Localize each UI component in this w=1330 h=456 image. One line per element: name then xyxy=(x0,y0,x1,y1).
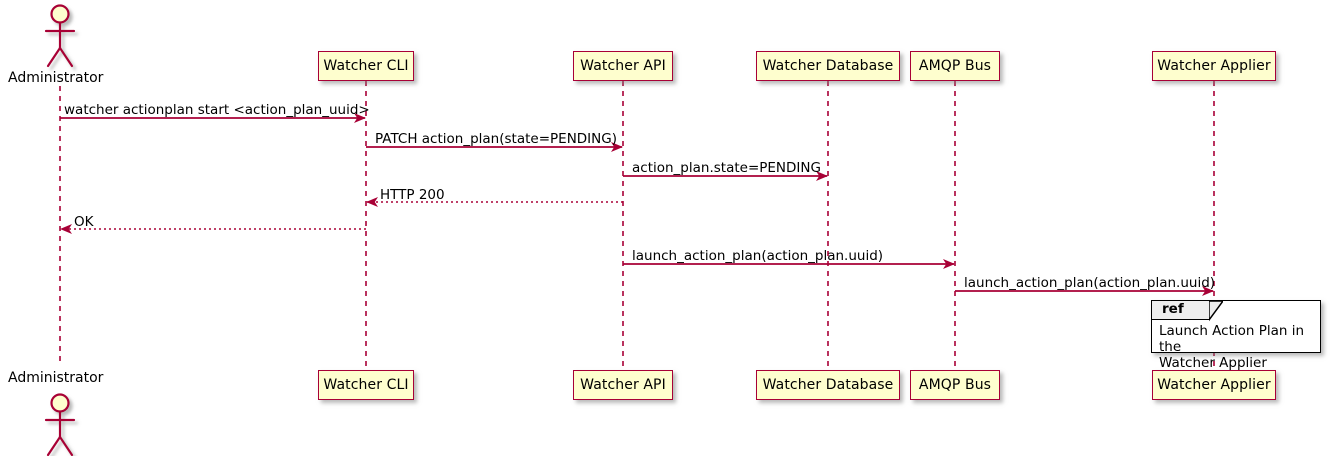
participant-box-watcher_applier-bottom[interactable]: Watcher Applier xyxy=(1152,370,1276,400)
ref-fragment-corner-notch-icon xyxy=(1208,301,1223,322)
actor-label-administrator-top: Administrator xyxy=(8,70,104,86)
participant-label-watcher_database: Watcher Database xyxy=(762,58,894,74)
actor-leg-left xyxy=(46,435,62,456)
actor-leg-right xyxy=(58,46,74,68)
actor-figures-group xyxy=(44,4,76,456)
actor-head xyxy=(50,4,70,24)
participant-label-amqp_bus: AMQP Bus xyxy=(918,377,992,393)
message-label-2: PATCH action_plan(state=PENDING) xyxy=(375,131,617,147)
participant-label-watcher_applier: Watcher Applier xyxy=(1157,58,1271,74)
participant-label-watcher_applier: Watcher Applier xyxy=(1157,377,1271,393)
lifelines-group xyxy=(59,81,1215,370)
ref-fragment-text: Launch Action Plan in the Watcher Applie… xyxy=(1159,323,1305,371)
participant-box-amqp_bus-bottom[interactable]: AMQP Bus xyxy=(910,370,1000,400)
participant-label-watcher_cli: Watcher CLI xyxy=(323,58,409,74)
participant-label-amqp_bus: AMQP Bus xyxy=(918,58,992,74)
actor-leg-left xyxy=(46,46,62,68)
participant-label-watcher_api: Watcher API xyxy=(580,377,666,393)
actor-figure-administrator-bottom xyxy=(44,393,76,456)
participant-label-watcher_cli: Watcher CLI xyxy=(323,377,409,393)
participant-box-amqp_bus-top[interactable]: AMQP Bus xyxy=(910,51,1000,81)
actor-head xyxy=(50,393,70,413)
participant-box-watcher_api-top[interactable]: Watcher API xyxy=(573,51,673,81)
message-label-5: OK xyxy=(74,214,94,230)
participant-label-watcher_database: Watcher Database xyxy=(762,377,894,393)
message-label-7: launch_action_plan(action_plan.uuid) xyxy=(964,275,1216,291)
message-label-4: HTTP 200 xyxy=(380,187,445,203)
message-label-1: watcher actionplan start <action_plan_uu… xyxy=(64,102,370,118)
actor-figure-administrator-top xyxy=(44,4,76,68)
message-label-6: launch_action_plan(action_plan.uuid) xyxy=(632,248,884,264)
participant-box-watcher_database-top[interactable]: Watcher Database xyxy=(756,51,900,81)
message-label-3: action_plan.state=PENDING xyxy=(632,160,821,176)
actor-label-administrator-bottom: Administrator xyxy=(8,370,104,386)
participant-box-watcher_cli-bottom[interactable]: Watcher CLI xyxy=(318,370,414,400)
participant-label-watcher_api: Watcher API xyxy=(580,58,666,74)
actor-leg-right xyxy=(58,435,74,456)
ref-fragment-header: ref xyxy=(1152,301,1210,320)
participant-box-watcher_database-bottom[interactable]: Watcher Database xyxy=(756,370,900,400)
participant-box-watcher_api-bottom[interactable]: Watcher API xyxy=(573,370,673,400)
ref-fragment-fold-icon xyxy=(1208,301,1223,322)
message-arrows-group xyxy=(60,113,1214,296)
participant-box-watcher_cli-top[interactable]: Watcher CLI xyxy=(318,51,414,81)
ref-fragment-header-label: ref xyxy=(1162,301,1184,318)
ref-fragment[interactable]: ref Launch Action Plan in the Watcher Ap… xyxy=(1151,300,1321,371)
participant-box-watcher_applier-top[interactable]: Watcher Applier xyxy=(1152,51,1276,81)
